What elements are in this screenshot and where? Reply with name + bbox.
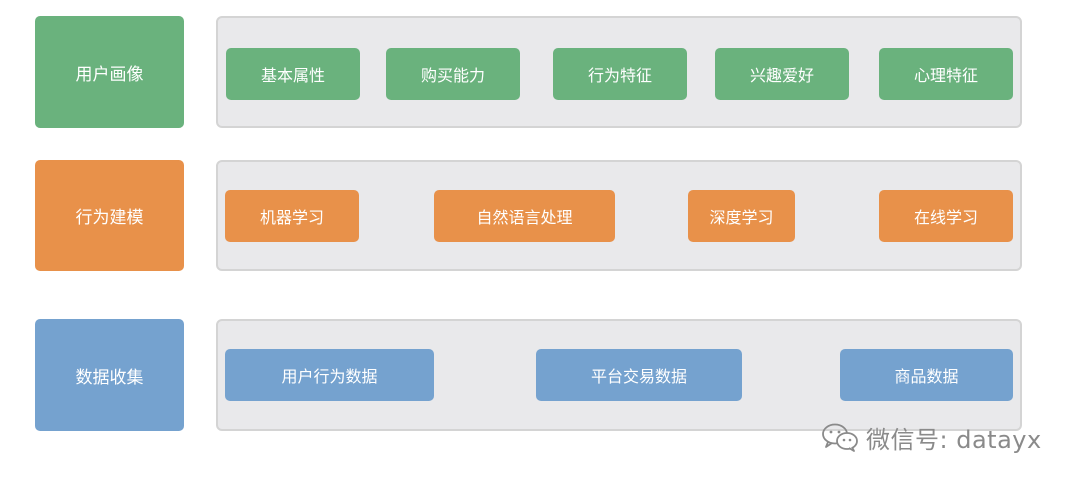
layer-label-behavior-modeling: 行为建模 — [35, 160, 184, 271]
item-psychological-features: 心理特征 — [879, 48, 1013, 100]
layer-label-user-profile: 用户画像 — [35, 16, 184, 128]
item-behavior-features: 行为特征 — [553, 48, 687, 100]
item-interests: 兴趣爱好 — [715, 48, 849, 100]
item-user-behavior-data: 用户行为数据 — [225, 349, 434, 401]
item-purchasing-power: 购买能力 — [386, 48, 520, 100]
layer-panel-behavior-modeling: 机器学习 自然语言处理 深度学习 在线学习 — [216, 160, 1022, 271]
item-product-data: 商品数据 — [840, 349, 1013, 401]
item-machine-learning: 机器学习 — [225, 190, 359, 242]
layer-panel-data-collection: 用户行为数据 平台交易数据 商品数据 — [216, 319, 1022, 431]
item-online-learning: 在线学习 — [879, 190, 1013, 242]
item-deep-learning: 深度学习 — [688, 190, 795, 242]
watermark: 微信号: datayx — [820, 419, 1042, 455]
item-nlp: 自然语言处理 — [434, 190, 615, 242]
item-platform-transaction-data: 平台交易数据 — [536, 349, 742, 401]
layer-label-data-collection: 数据收集 — [35, 319, 184, 431]
watermark-text: 微信号: datayx — [866, 425, 1042, 454]
wechat-icon — [822, 423, 858, 452]
layer-panel-user-profile: 基本属性 购买能力 行为特征 兴趣爱好 心理特征 — [216, 16, 1022, 128]
item-basic-attributes: 基本属性 — [226, 48, 360, 100]
